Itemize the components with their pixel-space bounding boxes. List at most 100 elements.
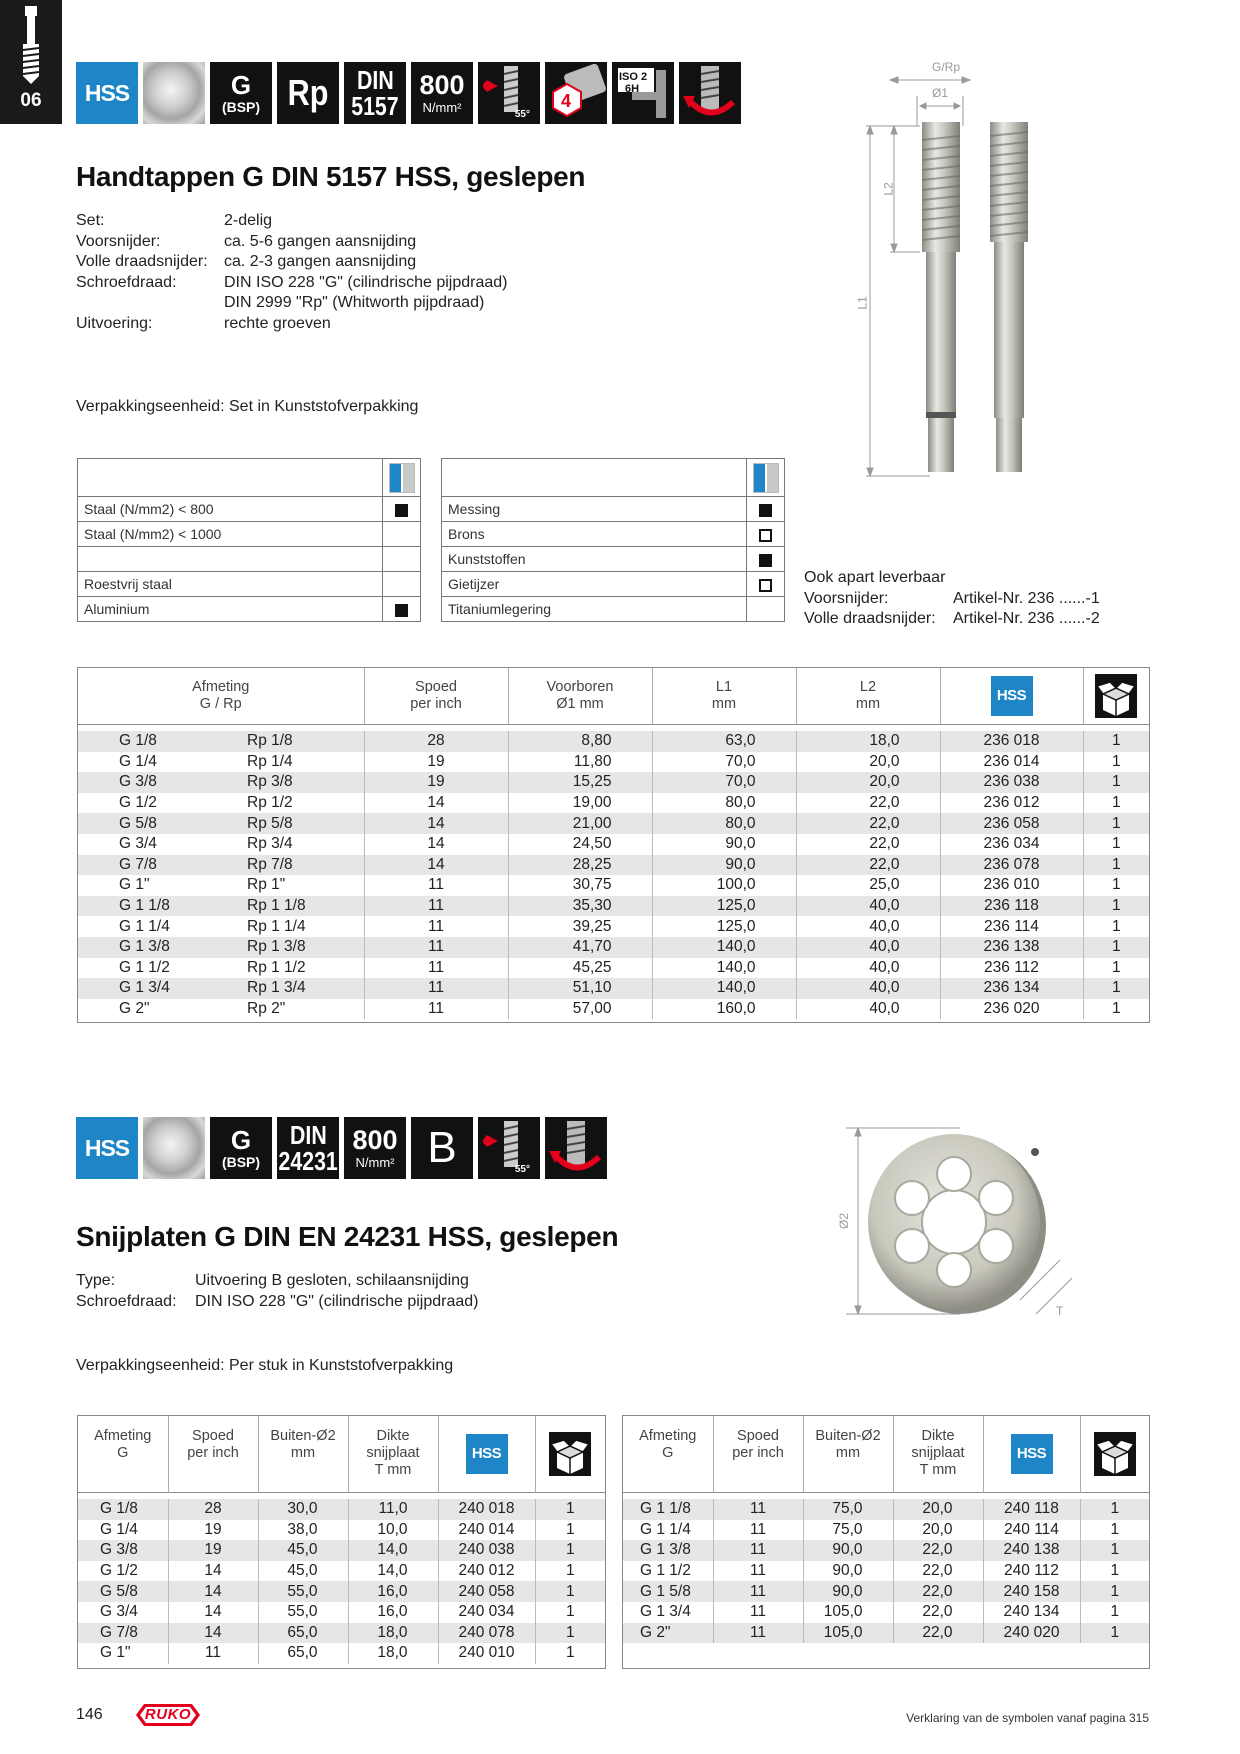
table-cell: 40,0 xyxy=(796,998,941,1020)
table-cell: Rp 3/8 xyxy=(221,772,365,793)
table-cell: 1 xyxy=(535,1540,605,1561)
table-cell: 24,50 xyxy=(508,833,653,855)
tap-table-frame xyxy=(77,667,1150,1023)
label-t: T xyxy=(1056,1304,1064,1318)
table-cell: 11 xyxy=(364,978,509,999)
table-cell: 20,0 xyxy=(796,751,941,773)
table-cell: 240 158 xyxy=(983,1581,1081,1602)
table-cell: 240 010 xyxy=(438,1643,536,1664)
table-cell: 14 xyxy=(364,833,509,855)
section2-icon-strip: HSS G (BSP) DIN 24231 800 N/mm² B 55° xyxy=(76,1117,607,1179)
table-cell: 236 138 xyxy=(940,936,1084,958)
section1-packaging: Verpakkingseenheid: Set in Kunststofverp… xyxy=(76,398,419,415)
table-cell: 236 020 xyxy=(940,998,1084,1020)
table-cell: Rp 2" xyxy=(221,998,365,1020)
table-cell: 19,00 xyxy=(508,792,653,814)
table-cell: Rp 1/4 xyxy=(221,751,365,773)
table-cell: 1 xyxy=(1080,1499,1149,1520)
table-cell: 90,0 xyxy=(803,1581,894,1602)
table-cell: 55,0 xyxy=(258,1601,349,1623)
table-cell: Rp 3/4 xyxy=(221,833,365,855)
table-cell: G 3/4 xyxy=(119,835,157,853)
thread-angle-icon: 55° xyxy=(478,1117,540,1179)
hss-icon: HSS xyxy=(990,675,1033,716)
table-cell: 1 xyxy=(1111,917,1121,935)
material-table-left: Staal (N/mm2) < 800 Staal (N/mm2) < 1000… xyxy=(77,458,421,622)
tap-icon xyxy=(22,6,40,84)
table-cell: 11 xyxy=(713,1622,804,1644)
table-cell: 16,0 xyxy=(348,1581,439,1602)
hss-icon: HSS xyxy=(465,1433,508,1474)
table-cell: 240 020 xyxy=(983,1622,1081,1644)
table-cell: 19 xyxy=(168,1540,259,1561)
table-cell: 11 xyxy=(713,1581,804,1602)
table-cell: Rp 1 1/4 xyxy=(221,916,365,937)
mark-full-icon xyxy=(395,503,408,517)
table-cell: G 3/4 xyxy=(78,1601,169,1623)
g-thread-icon: G (BSP) xyxy=(210,1117,272,1179)
table-cell: G 1 1/2 xyxy=(623,1560,714,1582)
table-cell: 63,0 xyxy=(652,731,797,752)
table-cell: G 5/8 xyxy=(78,813,221,834)
section1-specs: Set:2-delig Voorsnijder:ca. 5-6 gangen a… xyxy=(76,212,508,332)
table-cell: 1 xyxy=(1083,731,1149,752)
square-drive-icon: 4 xyxy=(545,62,607,124)
mark-full-icon xyxy=(759,503,772,517)
table-cell: 100,0 xyxy=(652,875,797,896)
din-icon: DIN 5157 xyxy=(344,62,406,124)
table-cell: 14 xyxy=(364,813,509,834)
hss-icon: HSS xyxy=(1010,1433,1053,1474)
table-cell: 1 xyxy=(565,1603,575,1621)
table-cell: 105,0 xyxy=(803,1622,894,1644)
table-cell: 28 xyxy=(168,1499,259,1520)
table-cell: 65,0 xyxy=(258,1643,349,1664)
thread-angle-icon: 55° xyxy=(478,62,540,124)
table-cell: 236 112 xyxy=(940,957,1084,979)
g-thread-icon: G (BSP) xyxy=(210,62,272,124)
table-cell: G 1 1/4 xyxy=(119,917,170,935)
table-cell: 18,0 xyxy=(796,731,941,752)
symbols-note: Verklaring van de symbolen vanaf pagina … xyxy=(906,1711,1149,1725)
table-cell: 28,25 xyxy=(508,854,653,876)
table-cell: G 1 1/4 xyxy=(623,1519,714,1541)
table-cell: 45,25 xyxy=(508,957,653,979)
die-drawing: Ø2 T xyxy=(837,1118,1080,1328)
col-package xyxy=(1083,668,1149,724)
table-cell: 22,0 xyxy=(796,792,941,814)
label-d1: Ø1 xyxy=(932,86,949,100)
label-l2: L2 xyxy=(881,182,896,196)
table-cell: 1 xyxy=(1111,794,1121,812)
table-cell: 240 014 xyxy=(438,1519,536,1541)
tap-drawing: G/Rp Ø1 L1 L2 xyxy=(856,56,1060,486)
table-cell: 11 xyxy=(168,1643,259,1664)
table-cell: 240 138 xyxy=(983,1540,1081,1561)
table-cell: 140,0 xyxy=(652,978,797,999)
table-cell: 18,0 xyxy=(348,1622,439,1644)
table-cell: Rp 1/2 xyxy=(221,792,365,814)
table-cell: 20,0 xyxy=(893,1499,984,1520)
table-cell: G 1/4 xyxy=(119,752,157,770)
table-cell: 22,0 xyxy=(893,1560,984,1582)
table-cell: G 1" xyxy=(78,1643,169,1664)
iso-tolerance-icon: ISO 2 6H xyxy=(612,62,674,124)
label-g-rp: G/Rp xyxy=(932,60,961,74)
table-cell: G 3/8 xyxy=(78,772,221,793)
table-cell: G 5/8 xyxy=(78,1581,169,1602)
table-cell: 11 xyxy=(713,1601,804,1623)
table-cell: 125,0 xyxy=(652,916,797,937)
table-cell: 11 xyxy=(364,916,509,937)
table-cell: 14 xyxy=(168,1581,259,1602)
table-cell: Rp 1 1/2 xyxy=(221,957,365,979)
label-l1: L1 xyxy=(855,296,870,310)
table-cell: 125,0 xyxy=(652,895,797,917)
